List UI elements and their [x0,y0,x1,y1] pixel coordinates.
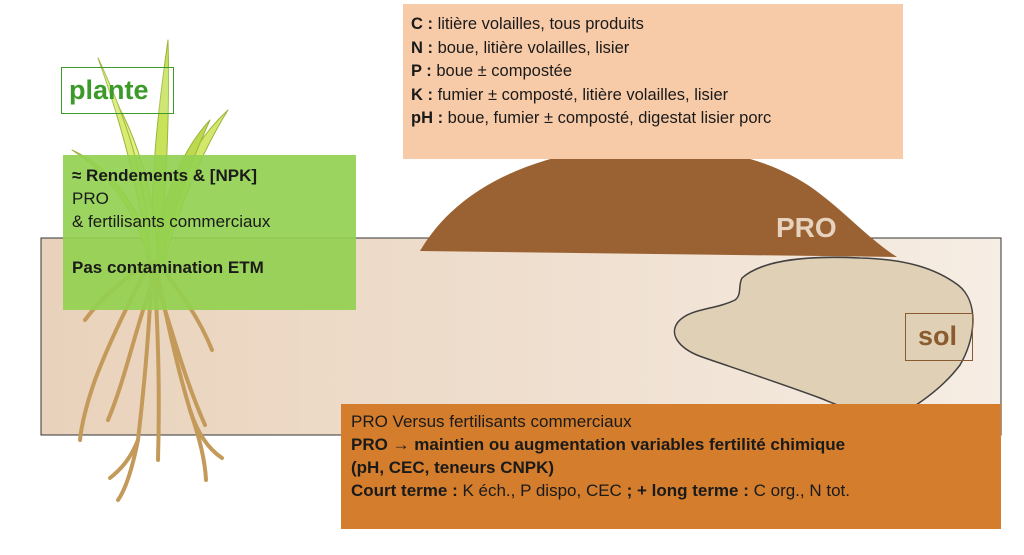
carbon-row: C : litière volailles, tous produits [411,13,903,37]
long-term-text: C org., N tot. [748,481,850,500]
plante-label: plante [61,67,174,114]
variables-line: (pH, CEC, teneurs CNPK) [351,456,1001,479]
long-term-key: ; + long terme : [626,481,749,500]
pro-heap [420,146,897,257]
nitrogen-text: boue, litière volailles, lisier [433,38,630,57]
no-contamination-note: Pas contamination ETM [72,256,356,279]
term-line: Court terme : K éch., P dispo, CEC ; + l… [351,479,1001,502]
pro-label: PRO [776,212,837,243]
phosphorus-row: P : boue ± compostée [411,60,903,84]
carbon-text: litière volailles, tous produits [433,15,644,33]
ph-text: boue, fumier ± composté, digestat lisier… [443,109,772,127]
short-term-key: Court terme : [351,481,458,500]
potassium-text: fumier ± composté, litière volailles, li… [433,85,729,104]
plant-effects-box: ≈ Rendements & [NPK] PRO & fertilisants … [63,155,356,310]
nitrogen-key: N : [411,38,433,57]
commercial-fertilizers-line: & fertilisants commerciaux [72,212,271,231]
comparison-line: PRO Versus fertilisants commerciaux [351,412,632,431]
pro-nutrient-sources-box: C : litière volailles, tous produits N :… [403,4,903,159]
no-contamination-text: Pas contamination ETM [72,258,264,277]
yield-title-text: ≈ Rendements & [NPK] [72,166,258,185]
pro-line: PRO [72,189,109,208]
potassium-key: K : [411,85,433,104]
fertility-text: PRO → maintien ou augmentation variables… [351,435,846,454]
sol-label: sol [905,313,973,361]
yield-title: ≈ Rendements & [NPK] [72,164,356,187]
short-term-text: K éch., P dispo, CEC [457,481,627,500]
carbon-key: C : [411,15,433,33]
potassium-row: K : fumier ± composté, litière volailles… [411,84,903,108]
phosphorus-text: boue ± compostée [431,62,573,80]
soil-fertility-box: PRO Versus fertilisants commerciaux PRO … [341,404,1001,529]
phosphorus-key: P : [411,62,432,80]
ph-key: pH : [411,109,444,127]
ph-row: pH : boue, fumier ± composté, digestat l… [411,107,903,131]
fertility-line: PRO → maintien ou augmentation variables… [351,433,1001,456]
nitrogen-row: N : boue, litière volailles, lisier [411,37,903,61]
spacer [72,233,356,256]
variables-text: (pH, CEC, teneurs CNPK) [351,458,555,477]
